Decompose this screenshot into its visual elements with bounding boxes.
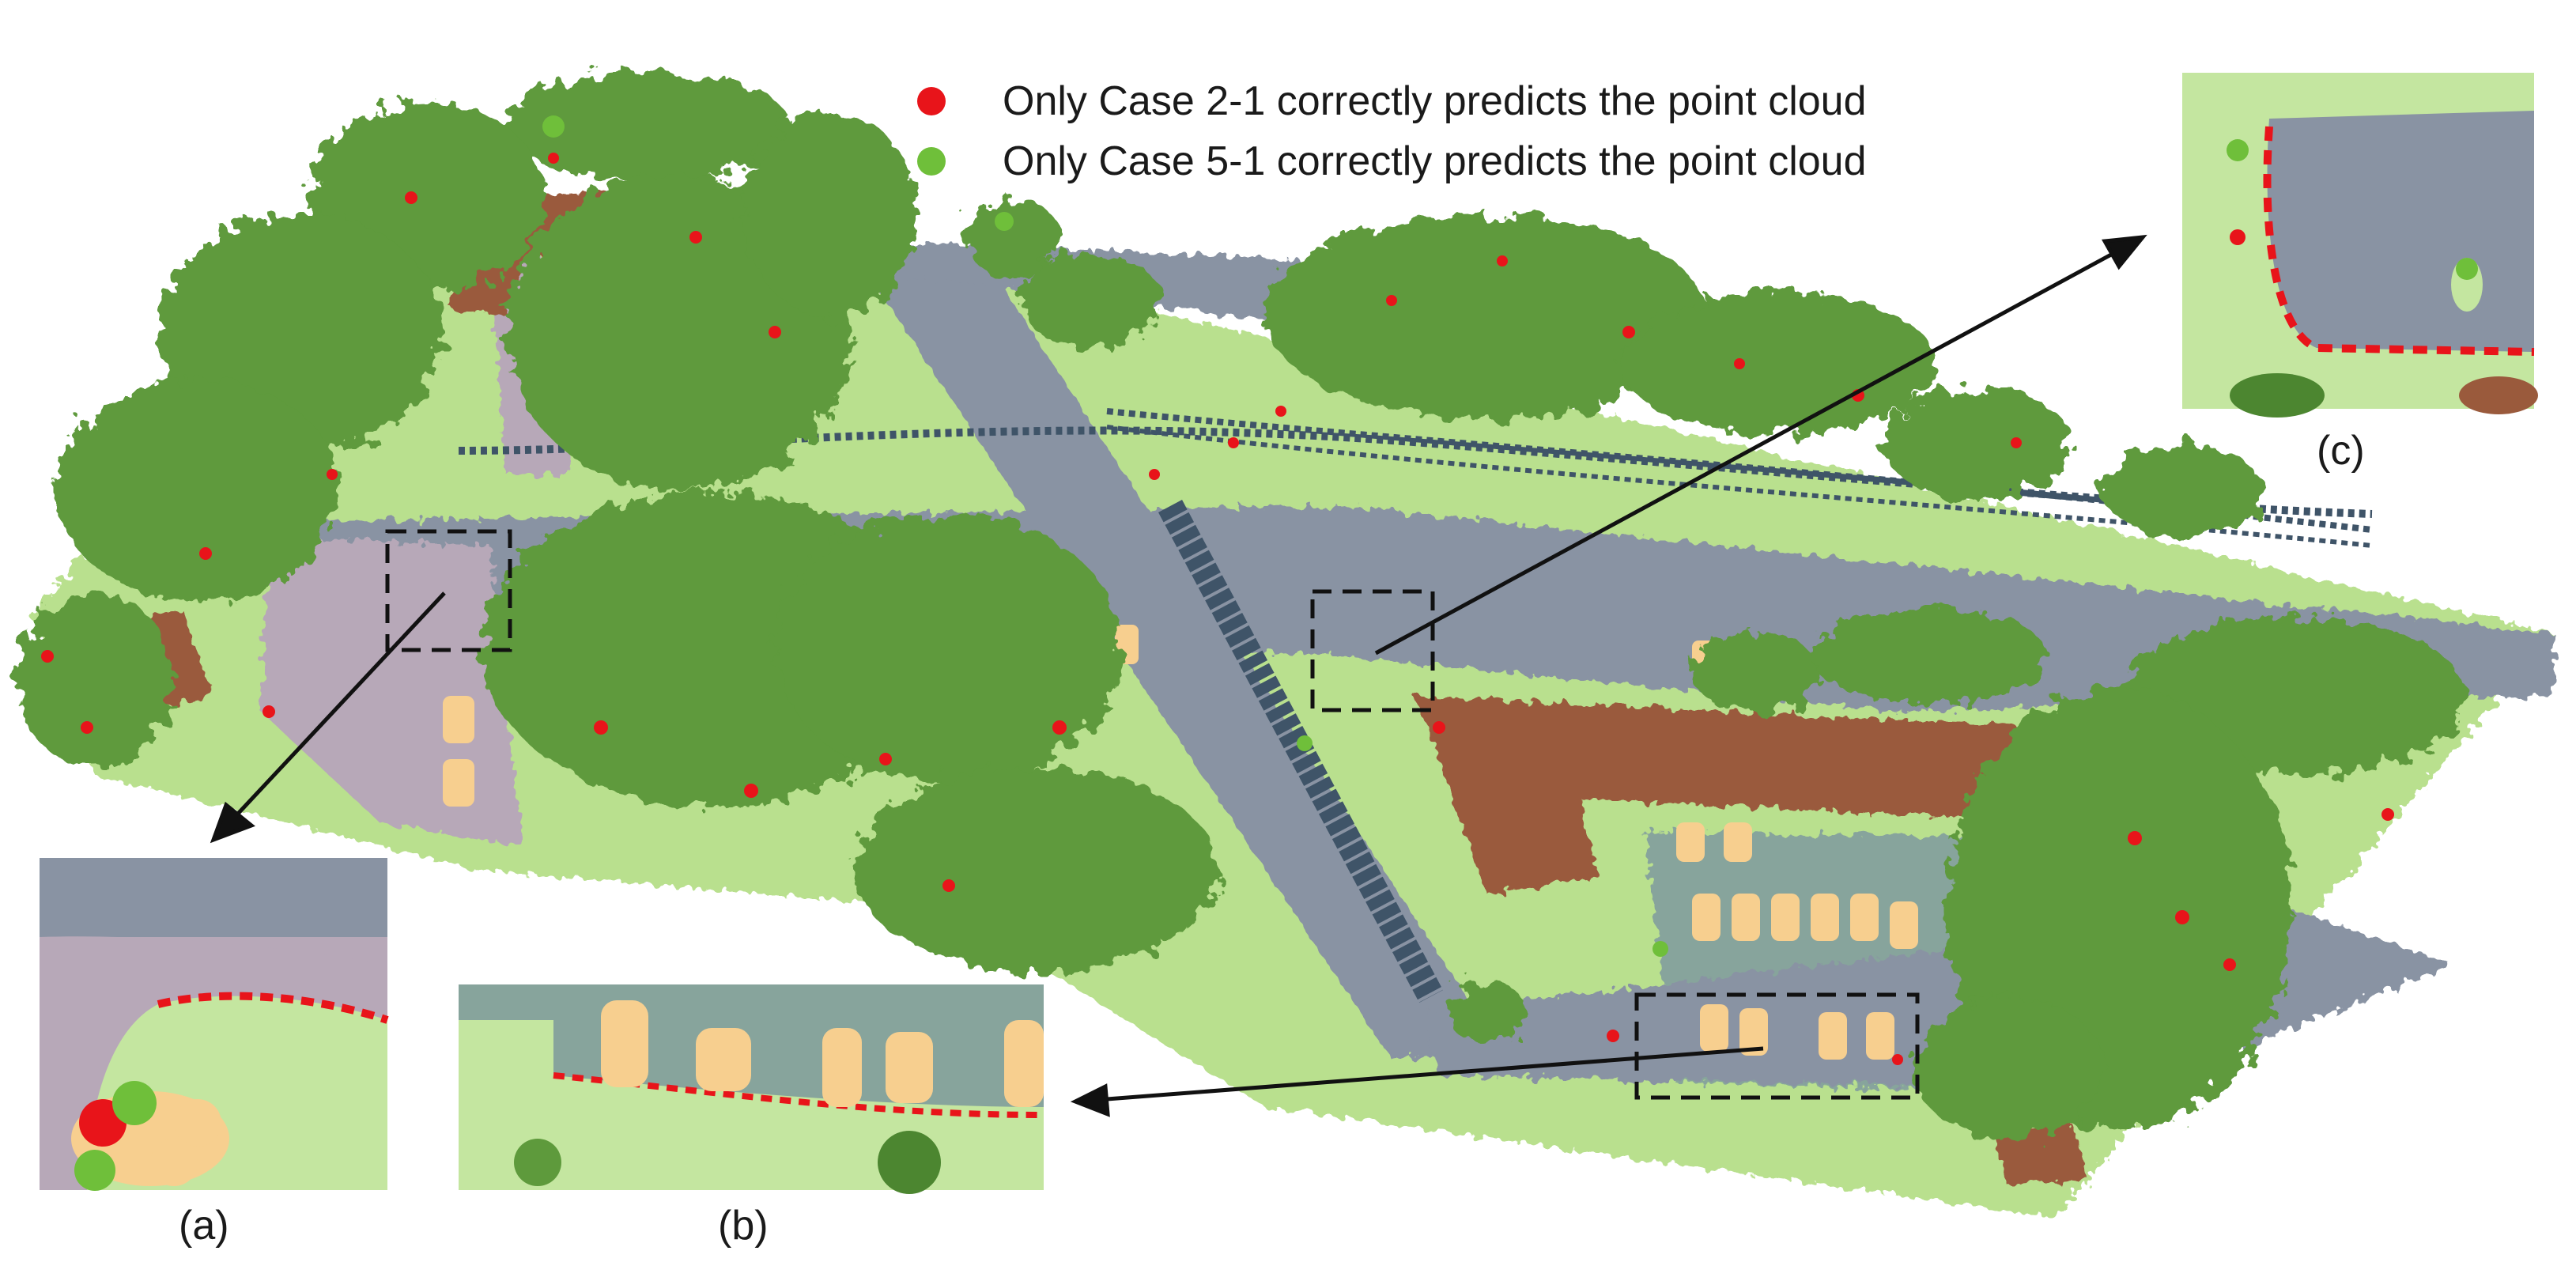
box-c (1310, 589, 1435, 712)
box-b (1634, 992, 1920, 1100)
diagonal-road (854, 253, 1502, 1060)
legend-label: Only Case 2-1 correctly predicts the poi… (1003, 78, 1867, 124)
panel-label-b: (b) (718, 1203, 769, 1249)
selection-boxes (385, 529, 1920, 1100)
panel-label-c: (c) (2317, 428, 2365, 474)
green-dot-icon (917, 147, 946, 176)
legend-label: Only Case 5-1 correctly predicts the poi… (1003, 138, 1867, 184)
legend-item-case-2-1: Only Case 2-1 correctly predicts the poi… (917, 71, 1867, 131)
inset-c (2182, 73, 2538, 418)
building-large (1415, 696, 2056, 894)
callout-arrows (210, 234, 2147, 1117)
tree-canopy (16, 71, 2467, 1139)
panel-label-a: (a) (179, 1203, 229, 1249)
red-dot-icon (917, 87, 946, 115)
legend-item-case-5-1: Only Case 5-1 correctly predicts the poi… (917, 131, 1867, 191)
building-bottom-right (1992, 1123, 2087, 1186)
legend: Only Case 2-1 correctly predicts the poi… (917, 71, 1867, 191)
prediction-highlights (41, 115, 2394, 1065)
inset-a (40, 858, 389, 1191)
inset-b (459, 984, 1044, 1194)
box-a (385, 529, 512, 652)
